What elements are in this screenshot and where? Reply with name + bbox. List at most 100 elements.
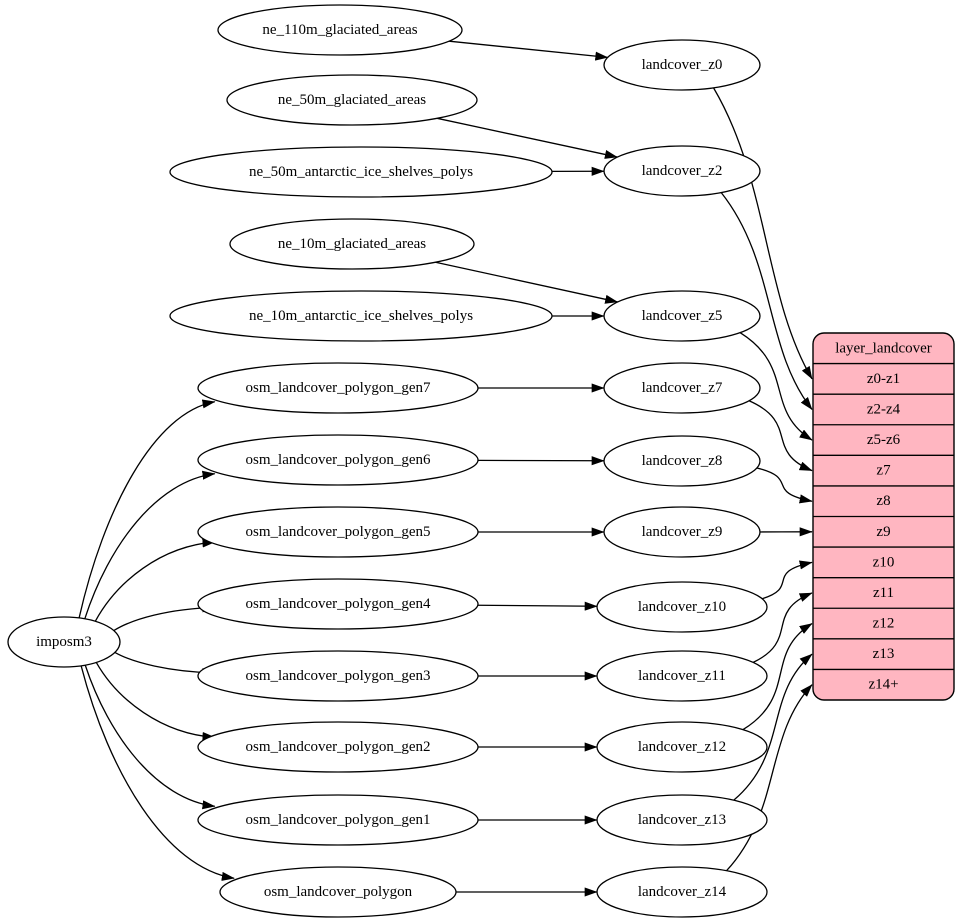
- edges: [78, 40, 813, 897]
- node-ellipse-ne_50m_glaciated_areas: [226, 74, 478, 126]
- edge-landcover_z0-to-row-z0-z1: [713, 87, 813, 380]
- node-label-landcover_z13: landcover_z13: [638, 812, 726, 828]
- edge-imposm3-to-osm_landcover_polygon_gen2: [95, 662, 216, 742]
- table-row-z7: z7: [876, 463, 891, 479]
- node-ne_110m_glaciated_areas: ne_110m_glaciated_areas: [217, 4, 463, 56]
- edge-landcover_z11-to-row-z11: [752, 592, 813, 663]
- node-ellipse-osm_landcover_polygon_gen4: [197, 578, 479, 630]
- edge-landcover_z13-to-row-z13: [733, 653, 813, 801]
- node-ellipse-ne_110m_glaciated_areas: [217, 4, 463, 56]
- table-layer-landcover: layer_landcoverz0-z1z2-z4z5-z6z7z8z9z10z…: [812, 332, 955, 701]
- node-label-landcover_z8: landcover_z8: [642, 453, 723, 469]
- node-landcover_z13: landcover_z13: [596, 794, 768, 846]
- node-landcover_z2: landcover_z2: [603, 145, 761, 197]
- node-landcover_z11: landcover_z11: [596, 650, 768, 702]
- node-label-landcover_z2: landcover_z2: [642, 163, 723, 179]
- node-ellipse-osm_landcover_polygon_gen1: [197, 794, 479, 846]
- node-label-osm_landcover_polygon_gen1: osm_landcover_polygon_gen1: [246, 812, 431, 828]
- node-label-landcover_z14: landcover_z14: [638, 884, 727, 900]
- node-label-osm_landcover_polygon_gen4: osm_landcover_polygon_gen4: [246, 596, 431, 612]
- node-label-ne_50m_glaciated_areas: ne_50m_glaciated_areas: [278, 92, 426, 108]
- table-row-z12: z12: [873, 616, 895, 632]
- table-header: layer_landcover: [835, 340, 932, 356]
- node-label-imposm3: imposm3: [36, 634, 92, 650]
- node-osm_landcover_polygon_gen3: osm_landcover_polygon_gen3: [197, 650, 479, 702]
- node-label-osm_landcover_polygon_gen2: osm_landcover_polygon_gen2: [246, 739, 431, 755]
- node-landcover_z9: landcover_z9: [603, 506, 761, 558]
- node-osm_landcover_polygon_gen5: osm_landcover_polygon_gen5: [197, 506, 479, 558]
- node-ellipse-landcover_z10: [596, 581, 768, 633]
- node-ellipse-ne_10m_glaciated_areas: [229, 218, 475, 270]
- edge-landcover_z10-to-row-z10: [762, 560, 813, 600]
- node-ne_50m_glaciated_areas: ne_50m_glaciated_areas: [226, 74, 478, 126]
- node-ellipse-landcover_z14: [596, 866, 768, 918]
- node-ellipse-landcover_z0: [603, 39, 761, 91]
- node-ne_10m_antarctic_ice_shelves_polys: ne_10m_antarctic_ice_shelves_polys: [169, 290, 553, 342]
- node-ellipse-ne_10m_antarctic_ice_shelves_polys: [169, 290, 553, 342]
- node-label-landcover_z0: landcover_z0: [642, 57, 723, 73]
- node-label-landcover_z7: landcover_z7: [642, 380, 723, 396]
- table-row-z10: z10: [873, 554, 895, 570]
- node-ellipse-ne_50m_antarctic_ice_shelves_polys: [169, 146, 553, 198]
- node-landcover_z10: landcover_z10: [596, 581, 768, 633]
- node-ellipse-landcover_z12: [596, 721, 768, 773]
- node-label-osm_landcover_polygon_gen3: osm_landcover_polygon_gen3: [246, 668, 431, 684]
- edge-imposm3-to-osm_landcover_polygon_gen6: [84, 470, 216, 619]
- edge-ne_10m_glaciated_areas-to-landcover_z5: [435, 261, 619, 304]
- node-label-landcover_z5: landcover_z5: [642, 308, 723, 324]
- node-ellipse-landcover_z11: [596, 650, 768, 702]
- edge-imposm3-to-osm_landcover_polygon_gen5: [94, 538, 216, 622]
- edge-landcover_z8-to-row-z8: [756, 467, 813, 504]
- node-ellipse-osm_landcover_polygon_gen2: [197, 721, 479, 773]
- node-ellipse-osm_landcover_polygon_gen5: [197, 506, 479, 558]
- node-label-landcover_z9: landcover_z9: [642, 524, 723, 540]
- table-row-z13: z13: [873, 646, 895, 662]
- node-label-osm_landcover_polygon_gen5: osm_landcover_polygon_gen5: [246, 524, 431, 540]
- node-ellipse-landcover_z7: [603, 362, 761, 414]
- node-label-ne_10m_glaciated_areas: ne_10m_glaciated_areas: [278, 236, 426, 252]
- node-landcover_z14: landcover_z14: [596, 866, 768, 918]
- node-osm_landcover_polygon_gen6: osm_landcover_polygon_gen6: [197, 434, 479, 486]
- node-label-landcover_z11: landcover_z11: [638, 668, 726, 684]
- node-ellipse-osm_landcover_polygon_gen3: [197, 650, 479, 702]
- node-ellipse-landcover_z2: [603, 145, 761, 197]
- node-ellipse-osm_landcover_polygon_gen6: [197, 434, 479, 486]
- node-osm_landcover_polygon: osm_landcover_polygon: [219, 866, 457, 918]
- node-label-ne_10m_antarctic_ice_shelves_polys: ne_10m_antarctic_ice_shelves_polys: [249, 308, 473, 324]
- edge-landcover_z2-to-row-z2-z4: [720, 192, 813, 410]
- node-landcover_z8: landcover_z8: [603, 435, 761, 487]
- node-osm_landcover_polygon_gen4: osm_landcover_polygon_gen4: [197, 578, 479, 630]
- table-row-z2-z4: z2-z4: [867, 401, 901, 417]
- edge-landcover_z12-to-row-z12: [742, 622, 813, 731]
- table-row-z5-z6: z5-z6: [867, 432, 901, 448]
- node-ellipse-osm_landcover_polygon_gen7: [197, 362, 479, 414]
- edge-landcover_z5-to-row-z5-z6: [739, 332, 813, 441]
- edge-imposm3-to-osm_landcover_polygon_gen1: [84, 664, 216, 810]
- node-osm_landcover_polygon_gen7: osm_landcover_polygon_gen7: [197, 362, 479, 414]
- node-label-ne_50m_antarctic_ice_shelves_polys: ne_50m_antarctic_ice_shelves_polys: [249, 164, 473, 180]
- node-label-landcover_z12: landcover_z12: [638, 739, 726, 755]
- node-landcover_z12: landcover_z12: [596, 721, 768, 773]
- node-ellipse-landcover_z8: [603, 435, 761, 487]
- edge-landcover_z14-to-row-z14+: [726, 684, 813, 872]
- node-ellipse-landcover_z5: [603, 290, 761, 342]
- node-ne_50m_antarctic_ice_shelves_polys: ne_50m_antarctic_ice_shelves_polys: [169, 146, 553, 198]
- node-osm_landcover_polygon_gen2: osm_landcover_polygon_gen2: [197, 721, 479, 773]
- node-ellipse-landcover_z9: [603, 506, 761, 558]
- node-label-landcover_z10: landcover_z10: [638, 599, 726, 615]
- node-label-osm_landcover_polygon_gen7: osm_landcover_polygon_gen7: [246, 380, 431, 396]
- table-row-z11: z11: [873, 585, 894, 601]
- table-row-z8: z8: [876, 493, 890, 509]
- edge-osm_landcover_polygon_gen4-to-landcover_z10: [477, 601, 598, 611]
- table-row-z0-z1: z0-z1: [867, 371, 900, 387]
- edge-imposm3-to-osm_landcover_polygon_gen7: [78, 399, 216, 619]
- node-label-osm_landcover_polygon_gen6: osm_landcover_polygon_gen6: [246, 452, 431, 468]
- node-ellipse-osm_landcover_polygon: [219, 866, 457, 918]
- node-landcover_z7: landcover_z7: [603, 362, 761, 414]
- node-label-osm_landcover_polygon: osm_landcover_polygon: [264, 884, 413, 900]
- edge-imposm3-to-osm_landcover_polygon_gen4: [113, 603, 216, 632]
- node-ne_10m_glaciated_areas: ne_10m_glaciated_areas: [229, 218, 475, 270]
- node-osm_landcover_polygon_gen1: osm_landcover_polygon_gen1: [197, 794, 479, 846]
- node-ellipse-imposm3: [7, 616, 121, 668]
